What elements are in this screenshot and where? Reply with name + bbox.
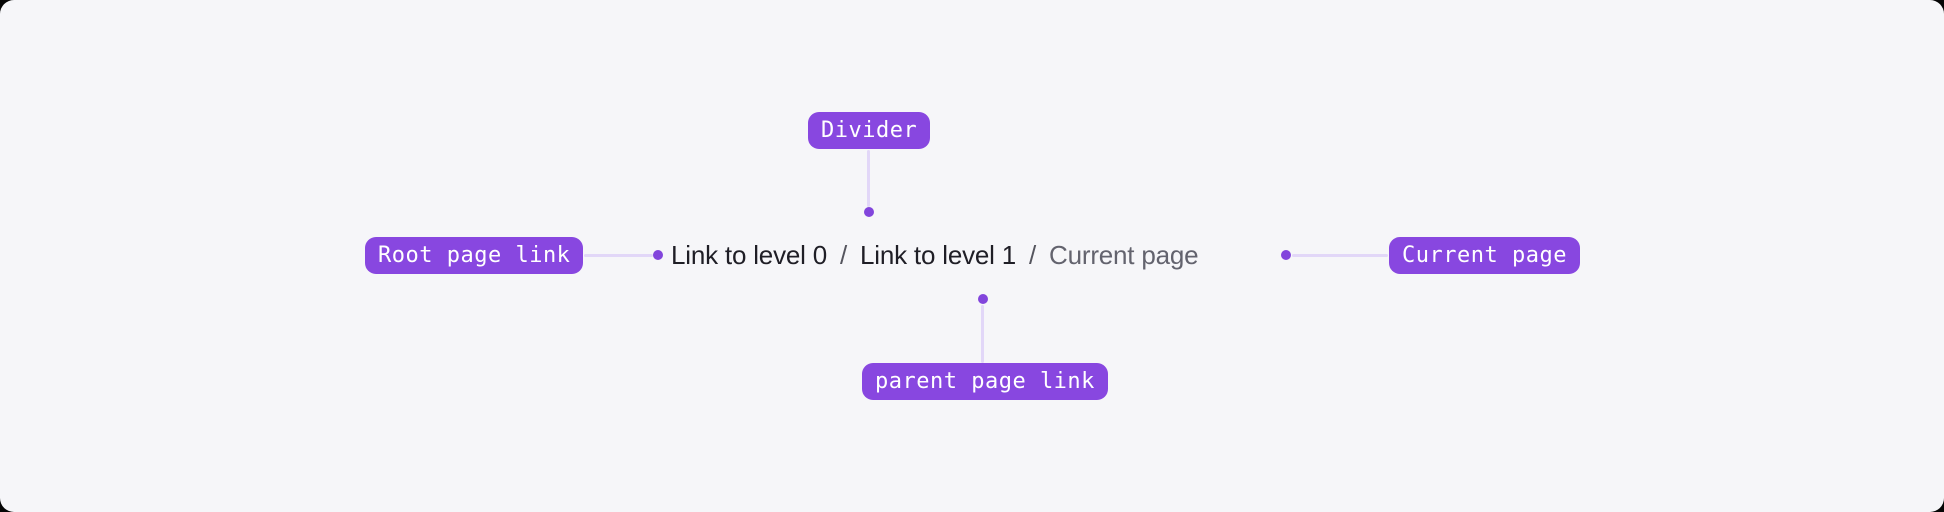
breadcrumb-divider: / [839,239,848,270]
breadcrumb-divider: / [1029,239,1037,270]
connector-dot-parent [978,294,988,304]
breadcrumb-current-page: Current page [1049,239,1199,270]
annotation-pill-root-page-link: Root page link [365,237,584,274]
connector-dot-divider [864,207,874,217]
breadcrumb-link-level-0[interactable]: Link to level 0 [671,239,827,270]
connector-line-root [584,254,653,257]
annotation-pill-divider: Divider [808,112,931,149]
breadcrumb-link-level-1[interactable]: Link to level 1 [860,239,1016,270]
connector-line-current [1292,254,1388,257]
connector-dot-current [1281,250,1291,260]
connector-line-divider [867,150,870,207]
connector-dot-root [653,250,663,260]
annotation-pill-current-page: Current page [1389,237,1580,274]
annotation-pill-parent-page-link: parent page link [862,363,1108,400]
breadcrumb: Link to level 0 / Link to level 1 / Curr… [671,236,1199,274]
connector-line-parent [981,305,984,363]
